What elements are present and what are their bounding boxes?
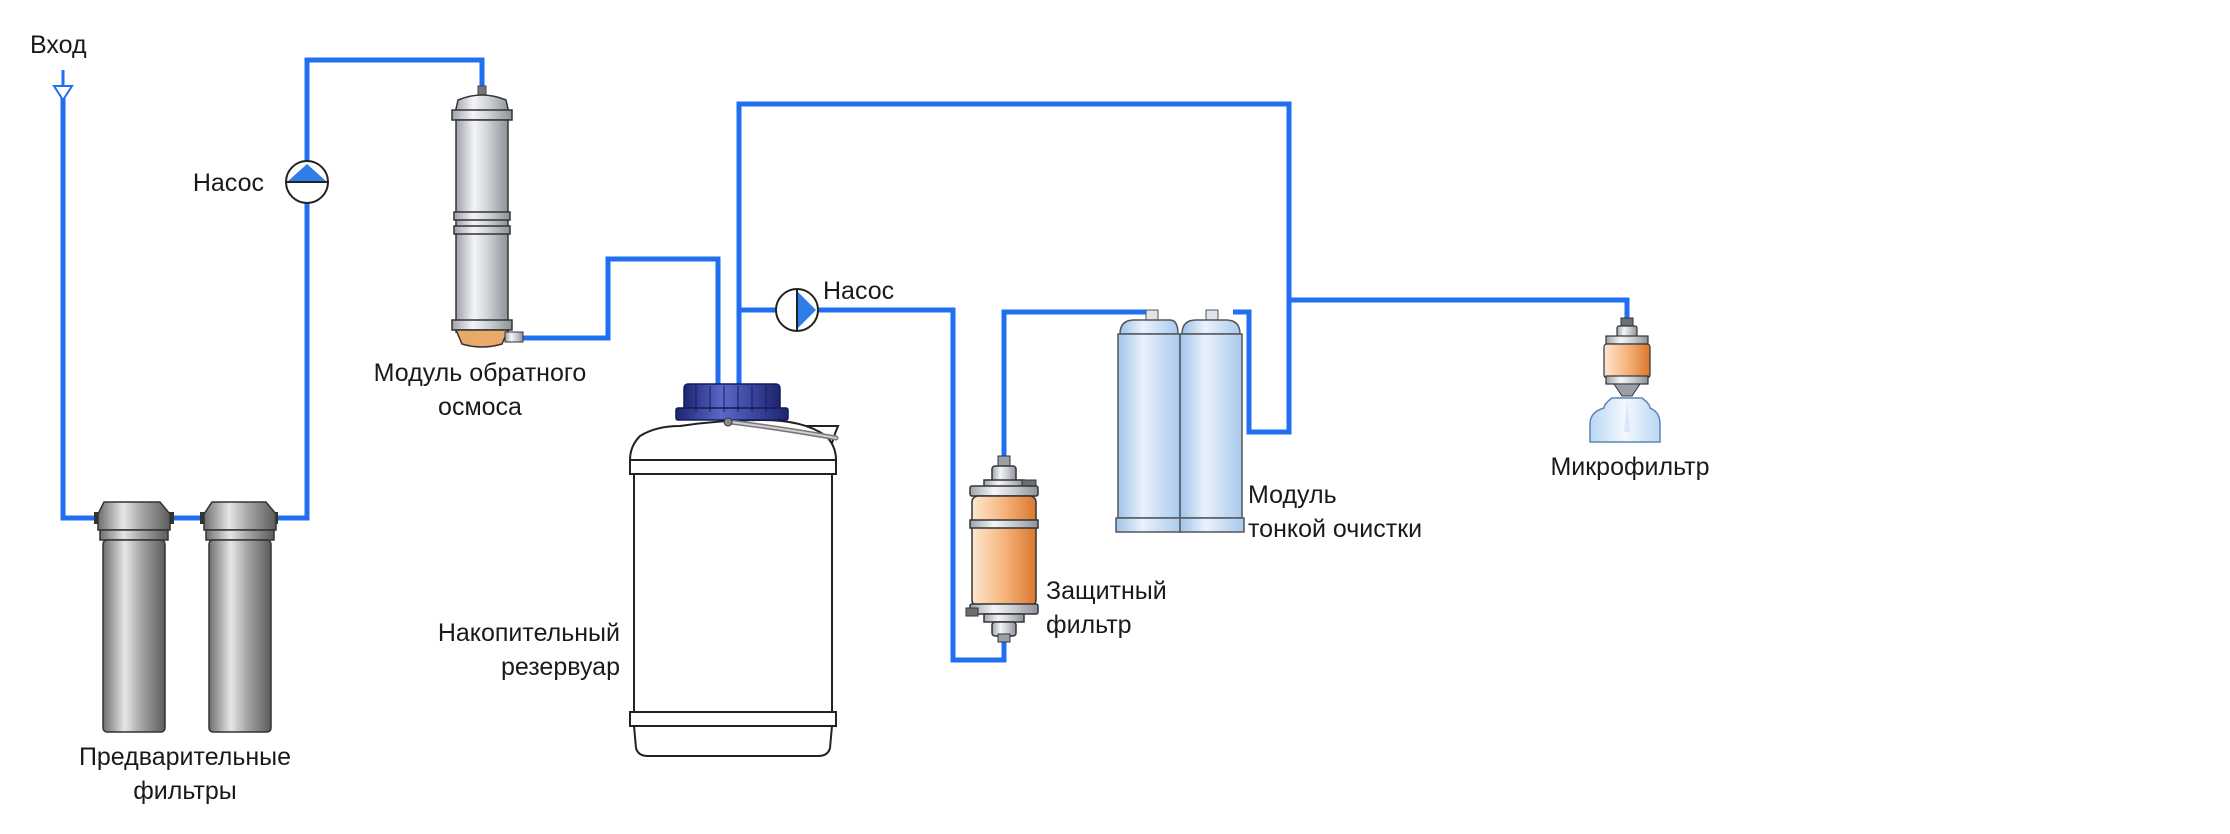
polishing-module-label-line-2: тонкой очистки (1248, 515, 1423, 543)
storage-tank-label: Накопительный резервуар (380, 616, 620, 684)
pump-2-icon (775, 288, 819, 332)
ro-module-icon (451, 85, 524, 348)
prefilter-housing-icon-1 (94, 501, 174, 733)
ro-module-label: Модуль обратного осмоса (340, 356, 620, 424)
microfilter-label: Микрофильтр (1550, 453, 1710, 481)
guard-filter-label: Защитный фильтр (1046, 574, 1167, 642)
inlet-label: Вход (30, 31, 87, 59)
polishing-cartridge-icon-2 (1179, 309, 1245, 533)
polishing-module-label: Модуль тонкой очистки (1248, 478, 1422, 546)
storage-tank-label-line-2: резервуар (500, 653, 620, 681)
pipe-polishing-to-microfilter (1289, 297, 1630, 325)
prefilters-label-line-1: Предварительные (78, 743, 292, 771)
guard-filter-label-line-1: Защитный (1046, 577, 1167, 605)
storage-tank-label-line-1: Накопительный (437, 619, 620, 647)
prefilters-label: Предварительные фильтры (40, 740, 330, 808)
ro-module-label-line-1: Модуль обратного (373, 359, 587, 387)
ro-module-label-line-2: осмоса (438, 393, 522, 421)
microfilter-icon (1589, 317, 1661, 443)
pipes (60, 57, 1630, 663)
guard-filter-label-line-2: фильтр (1046, 611, 1132, 639)
pipe-prefilters-to-ro (274, 57, 485, 521)
polishing-module-label-line-1: Модуль (1248, 481, 1337, 509)
prefilter-housing-icon-2 (200, 501, 278, 733)
pump-1-icon (285, 160, 329, 204)
prefilters-label-line-2: фильтры (133, 777, 237, 805)
pipe-pump2-out (818, 307, 1007, 663)
pipe-inlet-to-prefilters (60, 95, 98, 521)
inlet-arrow-icon (52, 70, 74, 102)
pump-2-label: Насос (823, 277, 895, 305)
polishing-cartridge-icon-1 (1115, 309, 1183, 533)
storage-tank-icon (628, 383, 840, 757)
pipe-ro-to-tank (520, 256, 721, 385)
pump-1-label: Насос (192, 169, 264, 197)
guard-filter-icon (965, 455, 1039, 643)
pipe-recirculation-loop (736, 101, 1292, 435)
